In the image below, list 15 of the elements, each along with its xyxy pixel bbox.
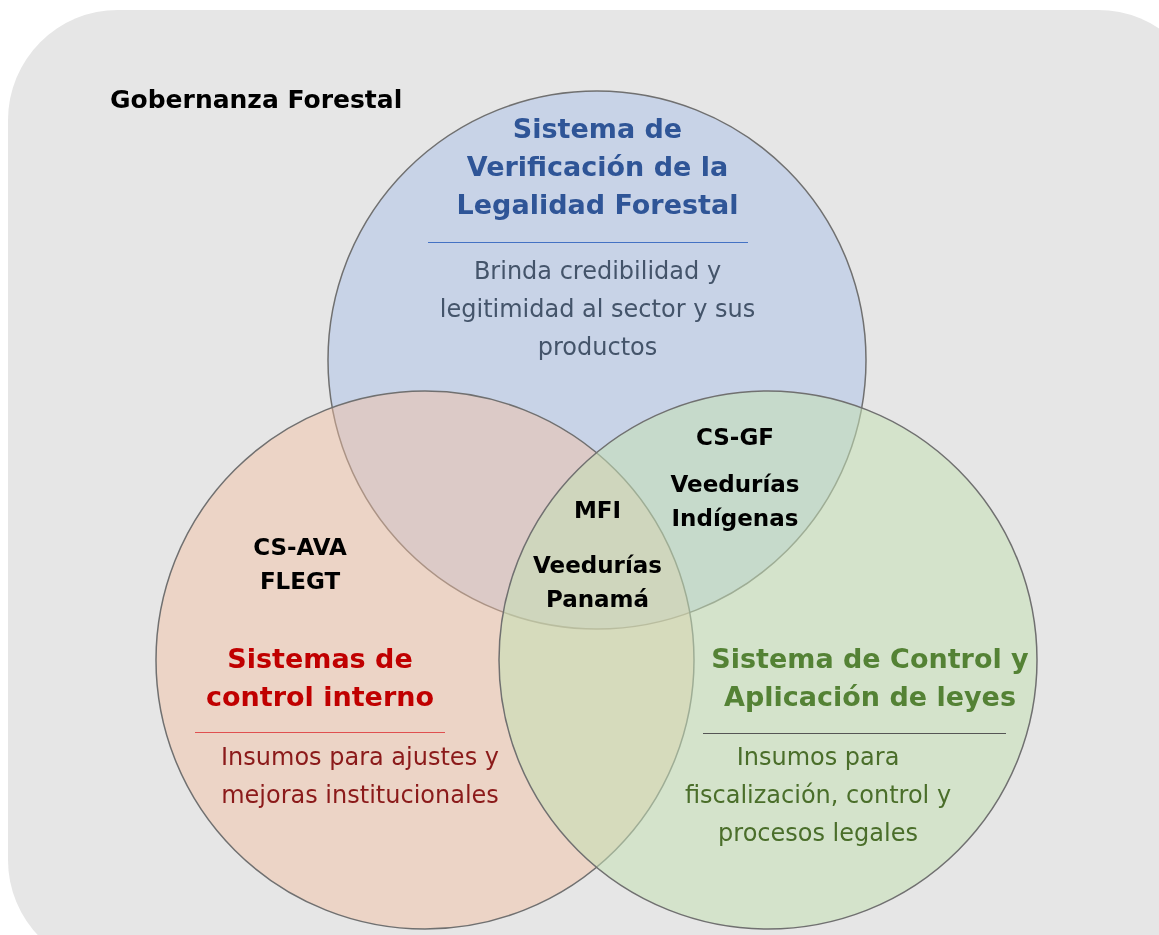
overlap-label: CS-GF <box>695 423 775 452</box>
group-title: Gobernanza Forestal <box>110 85 403 114</box>
circle-heading: Sistema de Verificación de la Legalidad Forestal <box>455 112 740 222</box>
overlap-label: Veedurías Panamá <box>532 551 663 614</box>
overlap-label: MFI <box>572 496 623 525</box>
circle-heading: Sistema de Control y Aplicación de leyes <box>710 642 1030 714</box>
circle-description: Insumos para fiscalización, control y procesos legales <box>683 742 953 849</box>
circle-description: Brinda credibilidad y legitimidad al sector y sus productos <box>438 256 757 363</box>
overlap-label: FLEGT <box>258 567 342 596</box>
group-panel <box>8 10 1159 935</box>
venn-circle <box>498 390 1038 930</box>
overlap-label: CS-AVA <box>252 533 348 562</box>
overlap-label: Veedurías Indígenas <box>669 470 801 533</box>
circle-description: Insumos para ajustes y mejoras institucionales <box>220 742 500 811</box>
circle-heading: Sistemas de control interno <box>205 642 435 714</box>
